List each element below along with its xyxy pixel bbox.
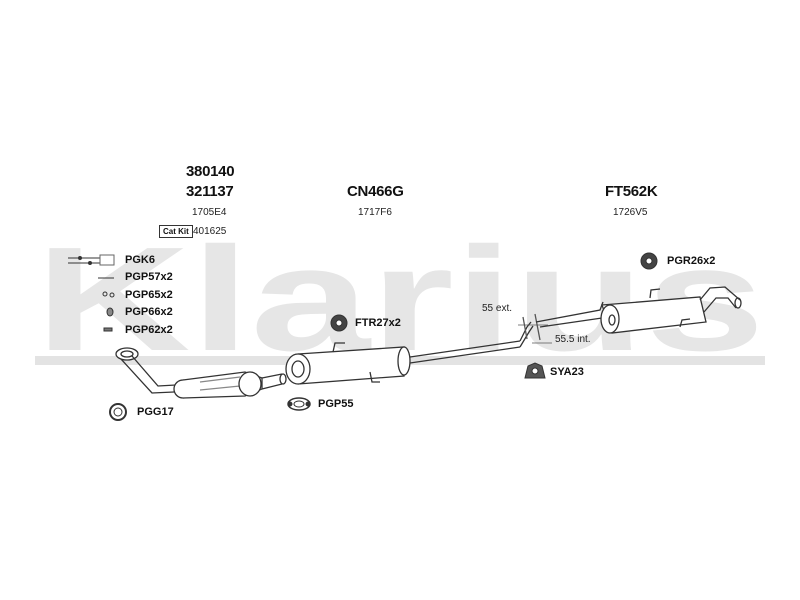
pgp55-icon [287,397,311,411]
catkit-badge: Cat Kit [159,225,193,238]
pgp65-icon [102,291,115,298]
part-label-pgr26: PGR26x2 [667,255,716,267]
part-label-pgp62: PGP62x2 [125,324,173,336]
int-annotation: 55.5 int. [555,334,591,345]
part-label-pgp65: PGP65x2 [125,289,173,301]
catkit-code: 401625 [193,226,227,237]
pgp66-icon [106,307,114,317]
middle-code: CN466G [347,183,404,200]
rear-code: FT562K [605,183,658,200]
downpipe [120,355,177,394]
pipe-joint [518,313,552,348]
rear-silencer [535,286,742,334]
part-label-pgg17: PGG17 [137,406,174,418]
rear-ref: 1726V5 [613,207,648,218]
front-code-2: 321137 [186,183,234,200]
pgk6-icon [68,254,115,266]
pgr26-icon [640,252,658,270]
part-label-pgp55: PGP55 [318,398,354,410]
part-label-ftr27: FTR27x2 [355,317,401,329]
middle-silencer [285,340,521,385]
ext-annotation: 55 ext. [482,303,513,314]
part-label-sya23: SYA23 [550,366,584,378]
front-ref: 1705E4 [192,207,227,218]
part-label-pgp66: PGP66x2 [125,306,173,318]
catalytic-converter [173,371,287,399]
part-label-pgp57: PGP57x2 [125,271,173,283]
ftr27-icon [330,314,348,332]
pgp62-icon [103,327,113,332]
part-label-pgk6: PGK6 [125,254,155,266]
middle-ref: 1717F6 [358,207,392,218]
sya23-icon [524,362,546,379]
front-code-1: 380140 [186,163,235,180]
pgg17-icon [109,403,127,421]
